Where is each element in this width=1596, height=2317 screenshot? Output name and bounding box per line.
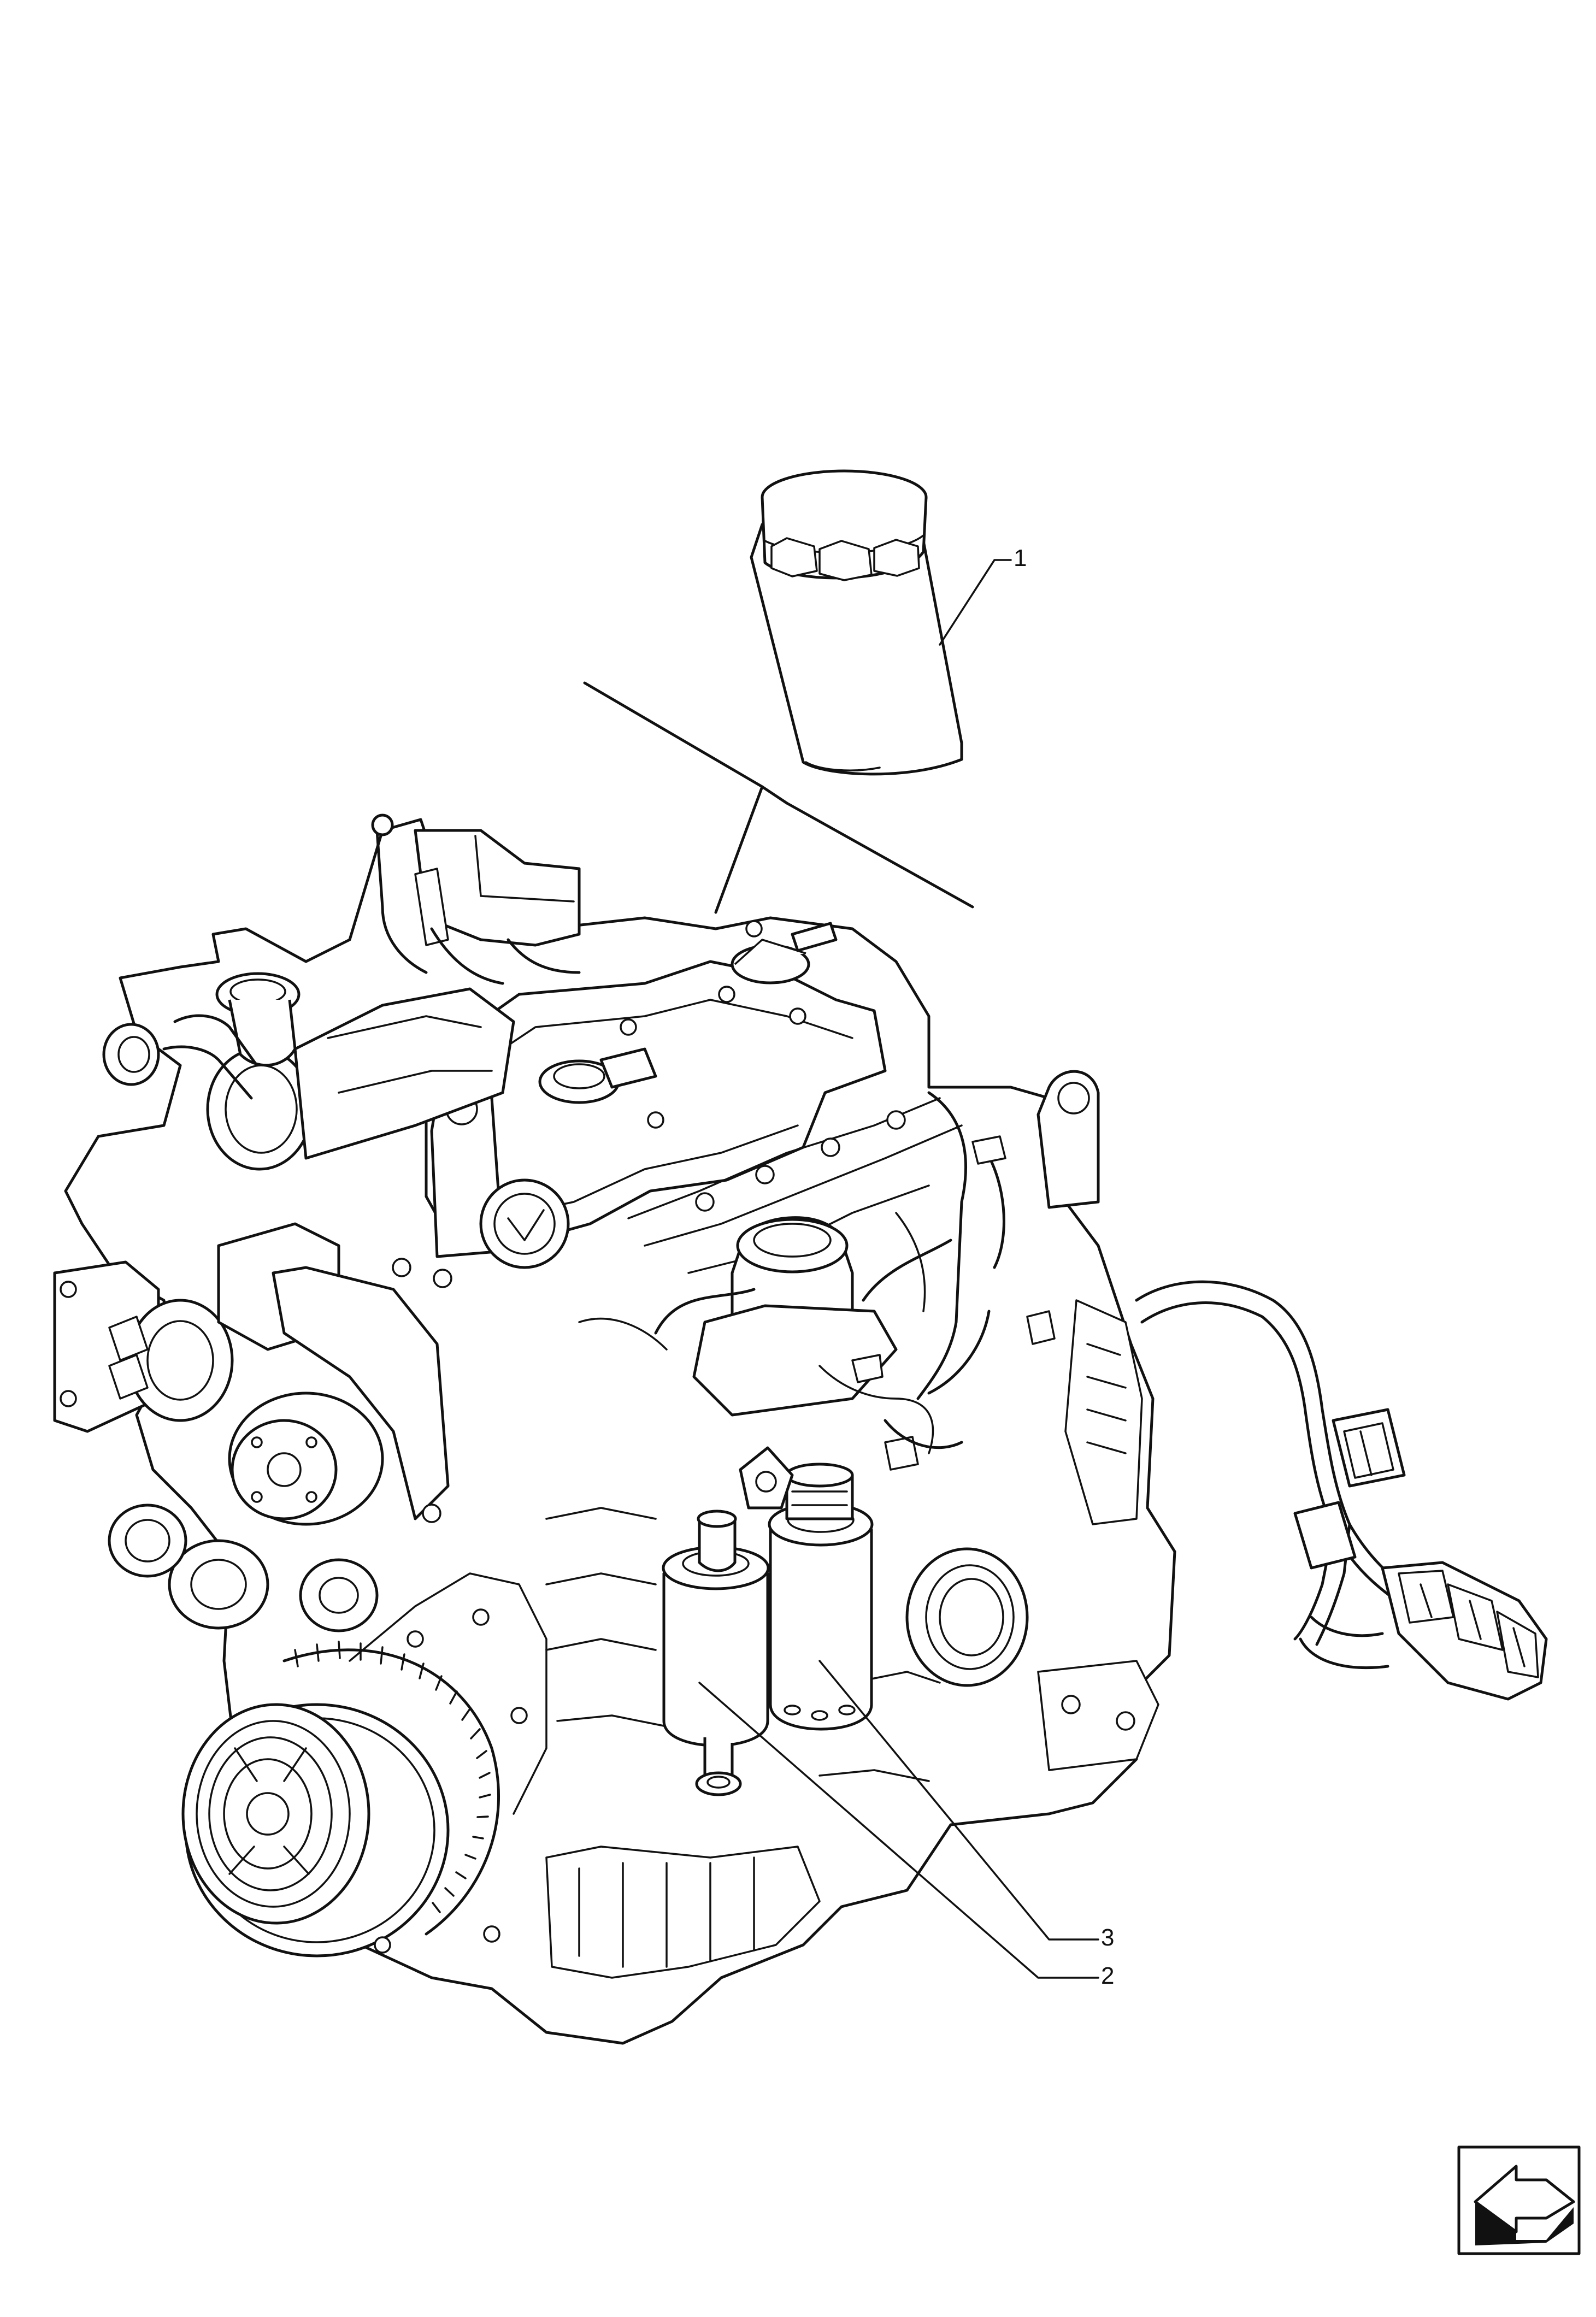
filter-head-sensor [739,1446,794,1510]
callout-label-2: 2 [1101,1962,1115,1989]
callout-leaders [698,559,1099,1979]
oil-filter [750,469,963,776]
fuel-filter-primary [662,1510,770,1796]
navigation-arrow-icon [1457,2145,1581,2255]
fuel-filter-secondary [768,1463,874,1731]
wiring-harness [1135,1280,1548,1701]
engine-block [53,813,1176,2045]
explode-leader [583,681,974,914]
callout-label-1: 1 [1014,545,1027,571]
callout-label-3: 3 [1101,1924,1115,1951]
